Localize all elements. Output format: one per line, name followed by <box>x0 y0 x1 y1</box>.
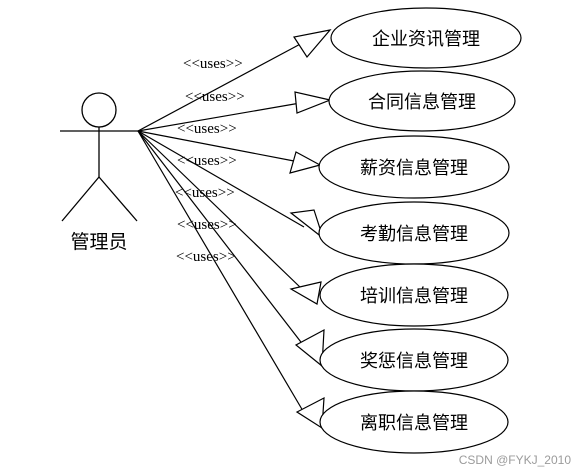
association-line-6 <box>137 130 304 412</box>
use-case-label-2: 薪资信息管理 <box>360 158 468 179</box>
arrowhead-3 <box>289 209 325 240</box>
use-case-ellipse-1 <box>328 70 516 132</box>
arrowhead-4 <box>289 281 322 305</box>
actor-left-leg <box>61 176 100 222</box>
uses-label-1: <<uses>> <box>185 89 245 105</box>
uses-label-6: <<uses>> <box>176 249 236 265</box>
actor-right-leg <box>98 176 138 222</box>
association-line-4 <box>137 130 303 290</box>
use-case-ellipse-4 <box>319 263 509 327</box>
use-case-ellipses <box>318 7 522 454</box>
actor-head <box>81 92 117 128</box>
use-case-ellipse-2 <box>318 135 510 199</box>
use-case-labels: 企业资讯管理 合同信息管理 薪资信息管理 考勤信息管理 培训信息管理 奖惩信息管… <box>360 29 480 434</box>
uses-label-3: <<uses>> <box>177 153 237 169</box>
use-case-ellipse-0 <box>330 7 522 69</box>
watermark-text: CSDN @FYKJ_2010 <box>458 453 571 467</box>
arrowhead-5 <box>294 328 325 368</box>
use-case-label-1: 合同信息管理 <box>368 92 476 113</box>
arrowhead-0 <box>293 29 332 59</box>
association-lines <box>137 40 307 412</box>
uses-label-4: <<uses>> <box>175 185 235 201</box>
association-line-1 <box>137 101 307 132</box>
actor-name: 管理员 <box>70 231 127 253</box>
association-line-0 <box>137 40 307 132</box>
use-case-label-3: 考勤信息管理 <box>360 224 468 245</box>
uses-label-0: <<uses>> <box>183 56 243 72</box>
use-case-label-0: 企业资讯管理 <box>372 29 480 50</box>
arrowheads <box>289 29 333 430</box>
uses-label-5: <<uses>> <box>177 217 237 233</box>
uses-labels: <<uses>> <<uses>> <<uses>> <<uses>> <<us… <box>175 56 245 265</box>
use-case-label-6: 离职信息管理 <box>360 413 468 434</box>
association-line-5 <box>137 130 305 347</box>
use-case-ellipse-6 <box>319 390 509 454</box>
use-case-label-5: 奖惩信息管理 <box>360 351 468 372</box>
arrowhead-1 <box>294 91 333 114</box>
actor-figure <box>60 92 138 222</box>
association-line-2 <box>137 130 295 162</box>
uses-label-2: <<uses>> <box>177 121 237 137</box>
use-case-label-4: 培训信息管理 <box>360 286 468 307</box>
arrowhead-2 <box>289 151 322 174</box>
association-line-3 <box>137 130 305 228</box>
